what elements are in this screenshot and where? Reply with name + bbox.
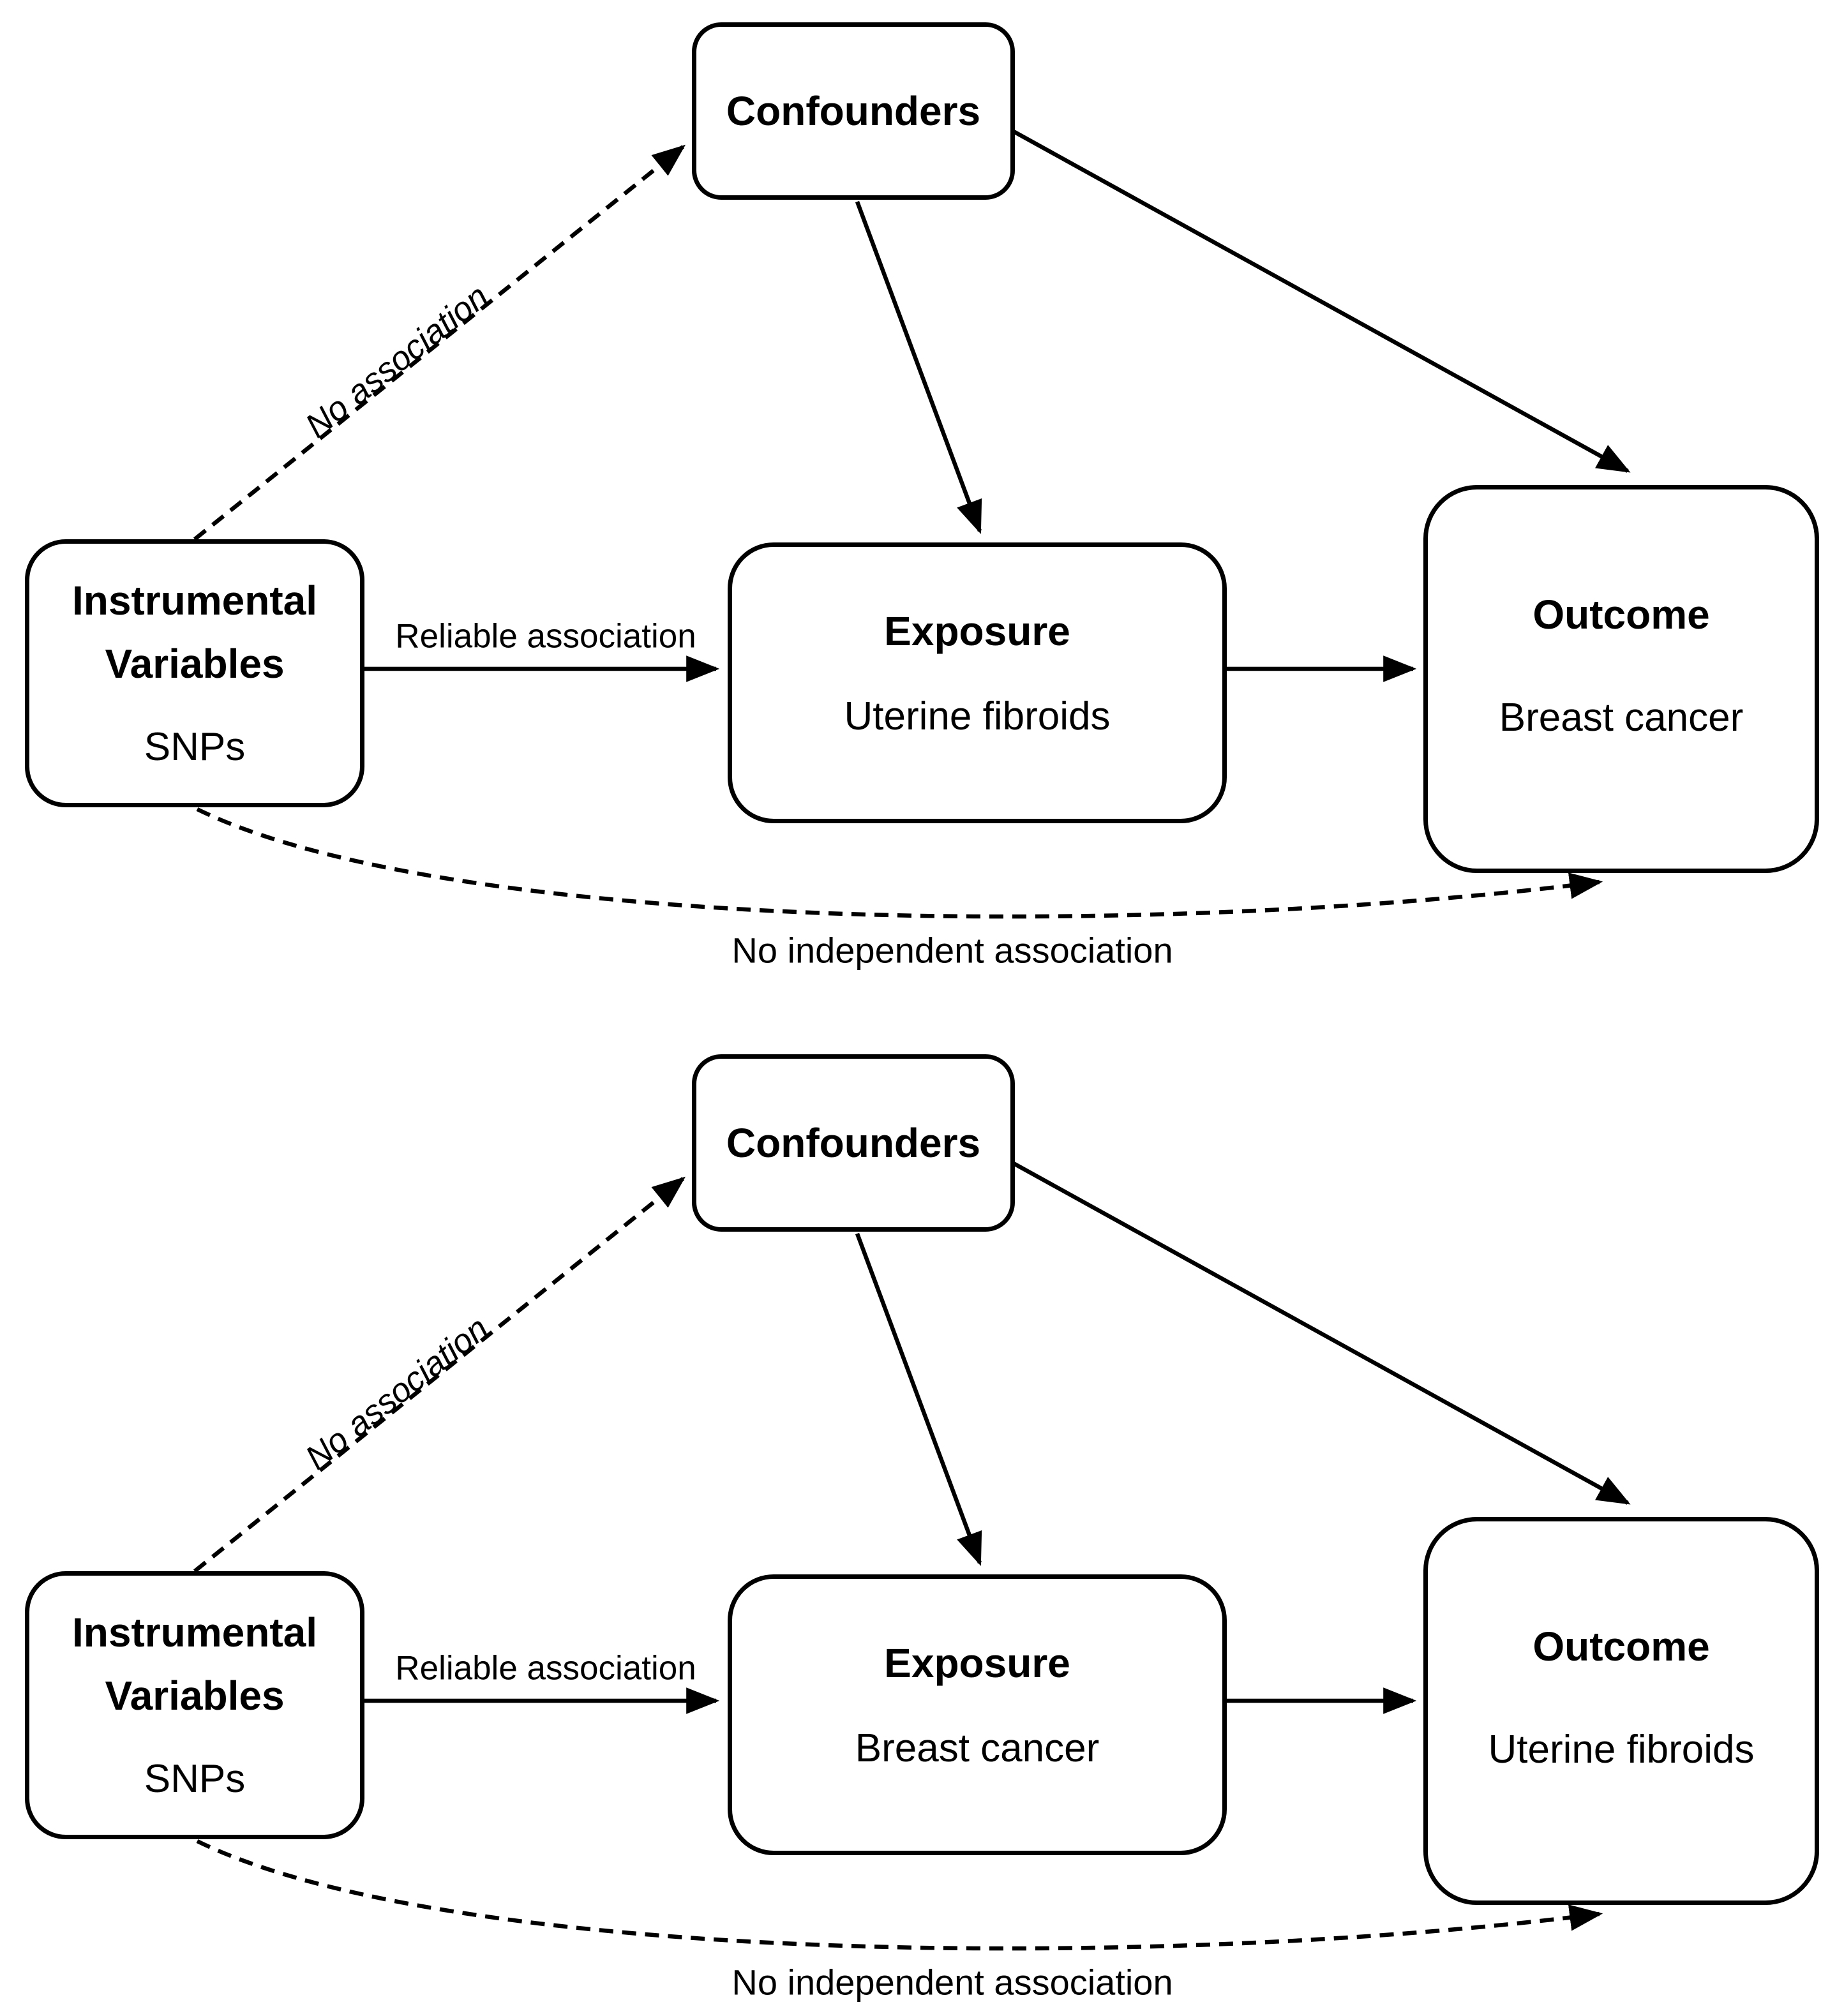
exposure-title: Exposure (884, 1640, 1070, 1687)
outcome-title: Outcome (1533, 592, 1710, 638)
exposure-sublabel: Uterine fibroids (844, 694, 1111, 739)
edge-confounders-to-exposure-arrow (855, 200, 982, 534)
edge-confounders-to-outcome-arrow (1012, 130, 1631, 473)
reliable-association-edge-label: Reliable association (395, 1649, 696, 1687)
confounders-label: Confounders (726, 87, 981, 134)
edges-layer (193, 130, 1631, 919)
snps-label: SNPs (144, 724, 246, 769)
confounders-node: Confounders (692, 22, 1015, 200)
outcome-node: Outcome Uterine fibroids (1423, 1517, 1819, 1905)
exposure-title: Exposure (884, 608, 1070, 655)
outcome-sublabel: Breast cancer (1499, 696, 1744, 740)
outcome-node: Outcome Breast cancer (1423, 485, 1819, 873)
confounders-node: Confounders (692, 1054, 1015, 1232)
diagram-forward-mr: Confounders Instrumental Variables SNPs … (0, 0, 1844, 984)
instrumental-variables-label: Instrumental Variables (71, 1609, 318, 1719)
confounders-label: Confounders (726, 1119, 981, 1166)
edges-layer (193, 1161, 1631, 1951)
instrumental-variables-node: Instrumental Variables SNPs (25, 1571, 364, 1839)
edge-iv-to-outcome-dashed-curve-arrow (196, 1839, 1603, 1951)
exposure-sublabel: Breast cancer (855, 1726, 1100, 1771)
snps-label: SNPs (144, 1756, 246, 1801)
reliable-association-edge-label: Reliable association (395, 617, 696, 655)
no-independent-association-edge-label: No independent association (731, 930, 1173, 971)
exposure-node: Exposure Uterine fibroids (728, 542, 1227, 823)
instrumental-variables-label: Instrumental Variables (71, 577, 318, 687)
edge-iv-to-outcome-dashed-curve-arrow (196, 807, 1603, 919)
outcome-title: Outcome (1533, 1624, 1710, 1670)
outcome-sublabel: Uterine fibroids (1488, 1728, 1755, 1772)
instrumental-variables-node: Instrumental Variables SNPs (25, 539, 364, 807)
exposure-node: Exposure Breast cancer (728, 1574, 1227, 1855)
edge-iv-to-confounders-dashed-arrow (193, 1176, 686, 1573)
edge-confounders-to-outcome-arrow (1012, 1161, 1631, 1505)
edge-confounders-to-exposure-arrow (855, 1232, 982, 1566)
no-independent-association-edge-label: No independent association (731, 1962, 1173, 2003)
diagram-reverse-mr: Confounders Instrumental Variables SNPs … (0, 1032, 1844, 2016)
edge-iv-to-confounders-dashed-arrow (193, 144, 686, 541)
